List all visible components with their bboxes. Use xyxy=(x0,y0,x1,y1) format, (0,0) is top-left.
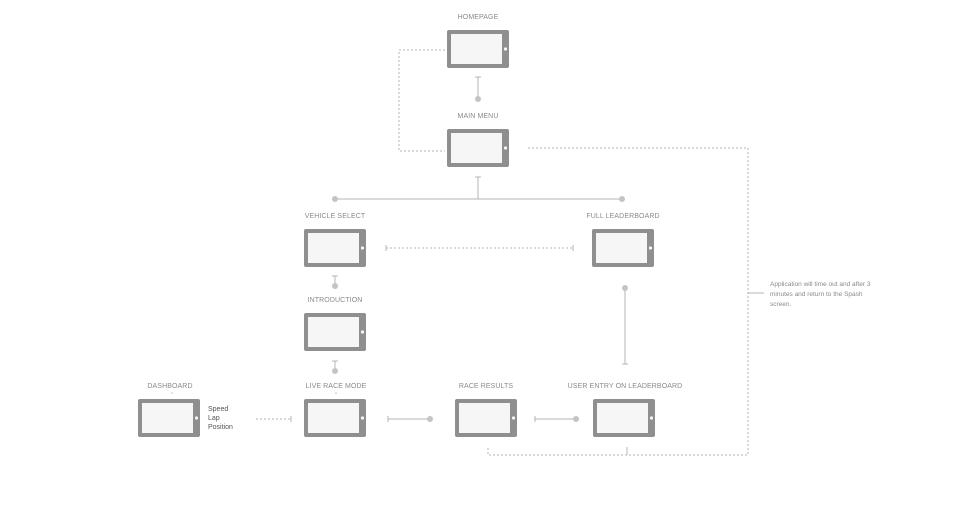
label-full-leaderboard: FULL LEADERBOARD xyxy=(586,213,659,220)
dashboard-items: Speed Lap Position xyxy=(208,406,233,431)
connector-loop-homepage xyxy=(398,49,445,152)
tablet-screen xyxy=(308,317,359,347)
dashboard-item-speed: Speed xyxy=(208,406,228,413)
timeout-note: Application will time out and after 3 mi… xyxy=(770,281,871,308)
connector-dot xyxy=(475,96,481,102)
tablet-home-button xyxy=(360,330,365,334)
tablet-home-button xyxy=(194,416,199,420)
tablet-home-button xyxy=(503,47,508,51)
label-dot xyxy=(171,392,173,394)
tablet-dashboard[interactable] xyxy=(138,399,200,437)
timeout-note-line-1: Application will time out and after 3 xyxy=(770,281,871,288)
tablet-main-menu[interactable] xyxy=(447,129,509,167)
connectors xyxy=(171,49,764,456)
label-race-results: RACE RESULTS xyxy=(459,383,514,390)
label-live-race-mode: LIVE RACE MODE xyxy=(306,383,367,390)
tablet-home-button xyxy=(648,246,653,250)
connector-dot xyxy=(332,283,338,289)
label-main-menu: MAIN MENU xyxy=(458,113,499,120)
label-introduction: INTRODUCTION xyxy=(308,297,363,304)
label-homepage: HOMEPAGE xyxy=(458,14,499,21)
tablet-race-results[interactable] xyxy=(455,399,517,437)
connector-dot xyxy=(573,416,579,422)
timeout-note-line-3: screen. xyxy=(770,301,792,308)
tablet-screen xyxy=(451,34,502,64)
tablet-screen xyxy=(451,133,502,163)
tablet-full-leaderboard[interactable] xyxy=(592,229,654,267)
label-dot xyxy=(335,392,337,394)
tablet-screen xyxy=(459,403,510,433)
tablet-home-button xyxy=(511,416,516,420)
tablet-live-race-mode[interactable] xyxy=(304,399,366,437)
dashboard-item-position: Position xyxy=(208,424,233,431)
tablet-home-button xyxy=(360,416,365,420)
tablet-screen xyxy=(596,233,647,263)
connector-dot xyxy=(332,368,338,374)
tablet-homepage[interactable] xyxy=(447,30,509,68)
connector-timeout-loop xyxy=(487,147,749,456)
dashboard-item-lap: Lap xyxy=(208,415,220,422)
label-user-entry: USER ENTRY ON LEADERBOARD xyxy=(568,383,683,390)
label-vehicle-select: VEHICLE SELECT xyxy=(305,213,366,220)
tablet-screen xyxy=(142,403,193,433)
tablet-introduction[interactable] xyxy=(304,313,366,351)
screen-labels: HOMEPAGE MAIN MENU VEHICLE SELECT FULL L… xyxy=(147,14,682,390)
label-dashboard: DASHBOARD xyxy=(147,383,192,390)
connector-dot xyxy=(619,196,625,202)
tablet-home-button xyxy=(360,246,365,250)
tablet-screen xyxy=(597,403,648,433)
tablet-vehicle-select[interactable] xyxy=(304,229,366,267)
tablet-screen xyxy=(308,403,359,433)
tablet-user-entry[interactable] xyxy=(593,399,655,437)
tablet-home-button xyxy=(649,416,654,420)
timeout-note-line-2: minutes and return to the Spash xyxy=(770,291,863,298)
connector-dot xyxy=(427,416,433,422)
tablet-home-button xyxy=(503,146,508,150)
tablet-screen xyxy=(308,233,359,263)
connector-dot xyxy=(332,196,338,202)
connector-dot xyxy=(622,285,628,291)
